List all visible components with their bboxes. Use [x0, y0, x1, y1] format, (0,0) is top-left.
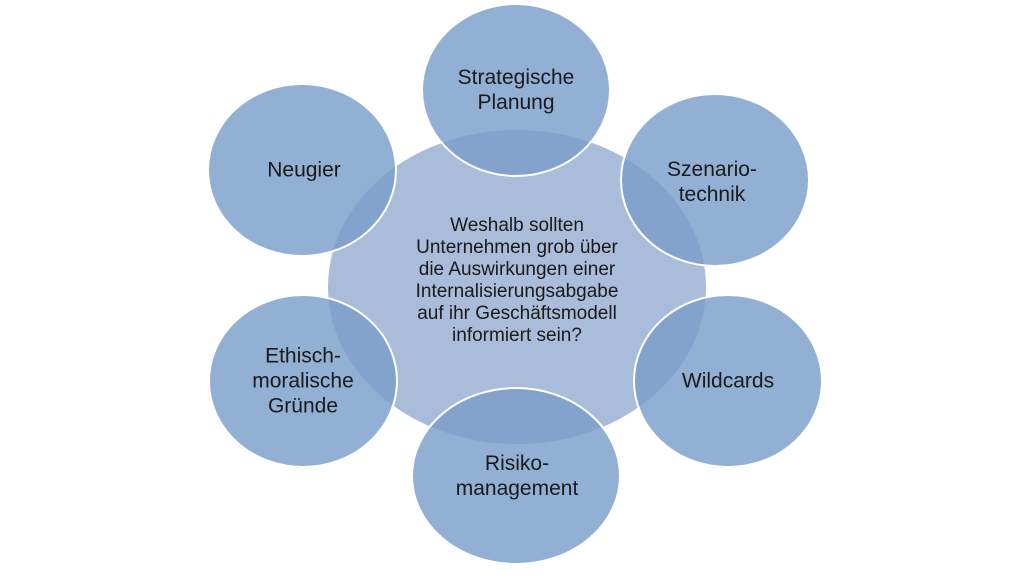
center-question-line: Weshalb sollten	[450, 215, 584, 236]
node-circle-wildcards	[633, 294, 823, 468]
node-label-line: Strategische	[457, 66, 575, 89]
node-label-line: Neugier	[267, 158, 341, 182]
node-label-szenariotechnik: Szenario- technik	[667, 157, 757, 207]
node-label-line: Ethisch-	[265, 344, 341, 368]
node-label-line: Szenario-	[667, 158, 757, 181]
node-label-line: Planung	[477, 91, 555, 114]
node-circle-ethisch-moralische-gruende	[208, 294, 398, 468]
node-label-line: moralische	[252, 369, 354, 393]
node-circle-neugier	[207, 83, 397, 257]
center-question-line: informiert sein?	[452, 325, 582, 346]
node-label-wildcards: Wildcards	[682, 369, 774, 394]
node-circle-szenariotechnik	[620, 93, 810, 267]
center-question-line: Internalisierungsabgabe	[415, 281, 619, 302]
node-label-neugier: Neugier	[267, 158, 341, 183]
node-label-risikomanagement: Risiko- management	[456, 451, 579, 501]
node-label-line: management	[455, 477, 579, 500]
node-circle-strategische-planung	[421, 3, 611, 177]
node-label-strategische-planung: Strategische Planung	[458, 65, 575, 115]
node-circle-risikomanagement	[411, 387, 621, 565]
center-question-line: Unternehmen grob über	[416, 237, 618, 258]
node-label-line: Risiko-	[484, 452, 550, 475]
center-question: Weshalb sollten Unternehmen grob über di…	[416, 215, 619, 347]
node-label-line: technik	[678, 183, 746, 206]
node-label-line: Wildcards	[681, 369, 775, 393]
node-label-line: Gründe	[267, 394, 339, 418]
node-label-ethisch-moralische-gruende: Ethisch- moralische Gründe	[252, 344, 354, 419]
center-question-line: die Auswirkungen einer	[418, 259, 616, 280]
center-question-line: auf ihr Geschäftsmodell	[417, 303, 617, 324]
